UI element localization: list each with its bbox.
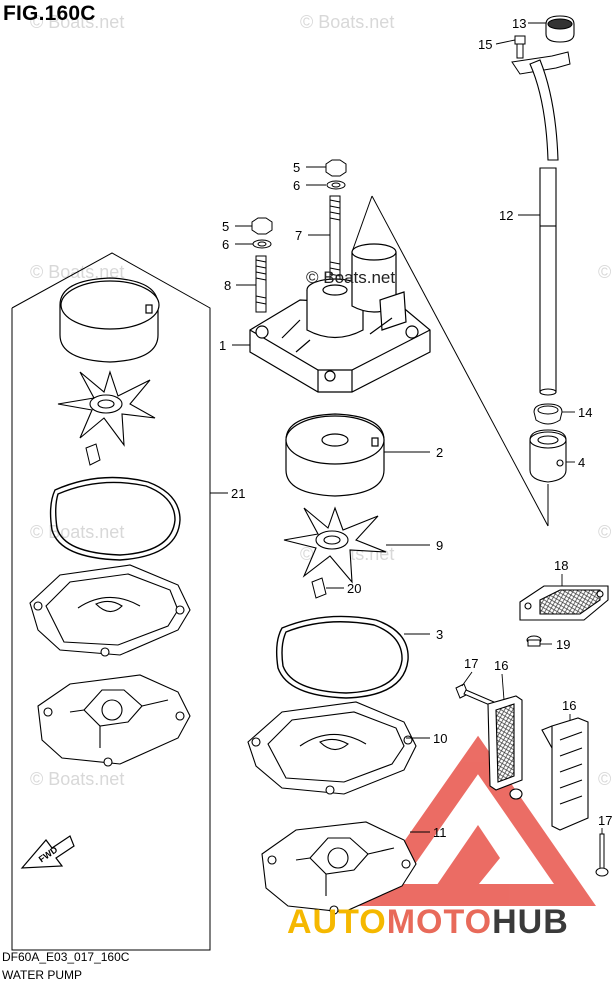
nut-washer-left (251, 217, 273, 249)
callout-6: 6 (293, 178, 300, 193)
kit-impeller-housing (59, 277, 160, 363)
callout-17: 17 (464, 656, 478, 671)
callout-19: 19 (556, 637, 570, 652)
leader-lines (232, 22, 603, 834)
callout-18: 18 (554, 558, 568, 573)
fitting-4 (529, 429, 567, 483)
kit-lower-gasket (37, 674, 191, 767)
watermark-center: © Boats.net (306, 268, 396, 287)
callout-11: 11 (433, 825, 447, 840)
watermark: © Boats.net (30, 769, 124, 789)
callout-12: 12 (499, 208, 513, 223)
callout-4: 4 (578, 455, 585, 470)
callout-7: 7 (295, 228, 302, 243)
grommet-13 (545, 15, 575, 43)
callout-labels: 5 6 7 5 6 8 1 2 9 20 3 10 11 21 12 13 15… (219, 16, 612, 840)
screw-17-left (455, 683, 495, 707)
watermark: © Boats.net (300, 12, 394, 32)
watermark: © Boats.net (598, 262, 616, 282)
watermark: © Boats.net (30, 12, 124, 32)
callout-5: 5 (222, 219, 229, 234)
brand-moto: MOTO (386, 903, 493, 941)
callout-14: 14 (578, 405, 592, 420)
bracket-lines-right (351, 195, 549, 527)
mesh-screen (519, 585, 609, 621)
callout-16: 16 (562, 698, 576, 713)
fwd-arrow: FWD (20, 835, 75, 869)
water-tube (529, 59, 559, 396)
automotohub-brand: AUTOMOTOHUB (287, 903, 569, 942)
screw-17-right (595, 833, 609, 877)
screw-19 (526, 635, 542, 647)
upper-panel (247, 701, 417, 795)
callout-2: 2 (436, 445, 443, 460)
watermarks: © Boats.net © Boats.net © Boats.net © Bo… (30, 12, 616, 789)
callout-8: 8 (224, 278, 231, 293)
bolt-15 (514, 35, 526, 59)
kit-gasket-ring (49, 476, 181, 561)
pump-case (249, 243, 431, 393)
figure-title: FIG.160C (3, 2, 96, 25)
impeller (283, 506, 387, 584)
callout-1: 1 (219, 338, 226, 353)
watermark: © Boats.net (598, 522, 616, 542)
callout-20: 20 (347, 581, 361, 596)
grille-16-right (541, 717, 589, 831)
watermark: © Boats.net (598, 769, 616, 789)
lower-gasket (261, 821, 417, 915)
kit-upper-gasket (29, 564, 191, 657)
callout-15: 15 (478, 37, 492, 52)
brand-auto: AUTO (287, 903, 387, 941)
callout-13: 13 (512, 16, 526, 31)
grille-16-left (487, 695, 523, 800)
stud-bolt-8 (255, 255, 267, 313)
callout-5: 5 (293, 160, 300, 175)
grommet-14 (533, 403, 563, 425)
callout-10: 10 (433, 731, 447, 746)
kit-key (85, 443, 101, 466)
callout-21: 21 (231, 486, 245, 501)
callout-3: 3 (436, 627, 443, 642)
nut-washer-upper (325, 159, 347, 190)
callout-9: 9 (436, 538, 443, 553)
kit-bracket-21 (11, 252, 228, 951)
watermark: © Boats.net (30, 522, 124, 542)
figure-code: DF60A_E03_017_160C (2, 950, 130, 964)
callout-17: 17 (598, 813, 612, 828)
brand-hub: HUB (492, 903, 569, 941)
callout-16: 16 (494, 658, 508, 673)
impeller-housing (285, 413, 385, 497)
kit-impeller (57, 370, 156, 447)
automotohub-logo-triangle (358, 735, 597, 906)
figure-name: WATER PUMP (2, 968, 82, 982)
gasket-ring (275, 615, 409, 699)
callout-6: 6 (222, 237, 229, 252)
impeller-key (311, 577, 327, 599)
